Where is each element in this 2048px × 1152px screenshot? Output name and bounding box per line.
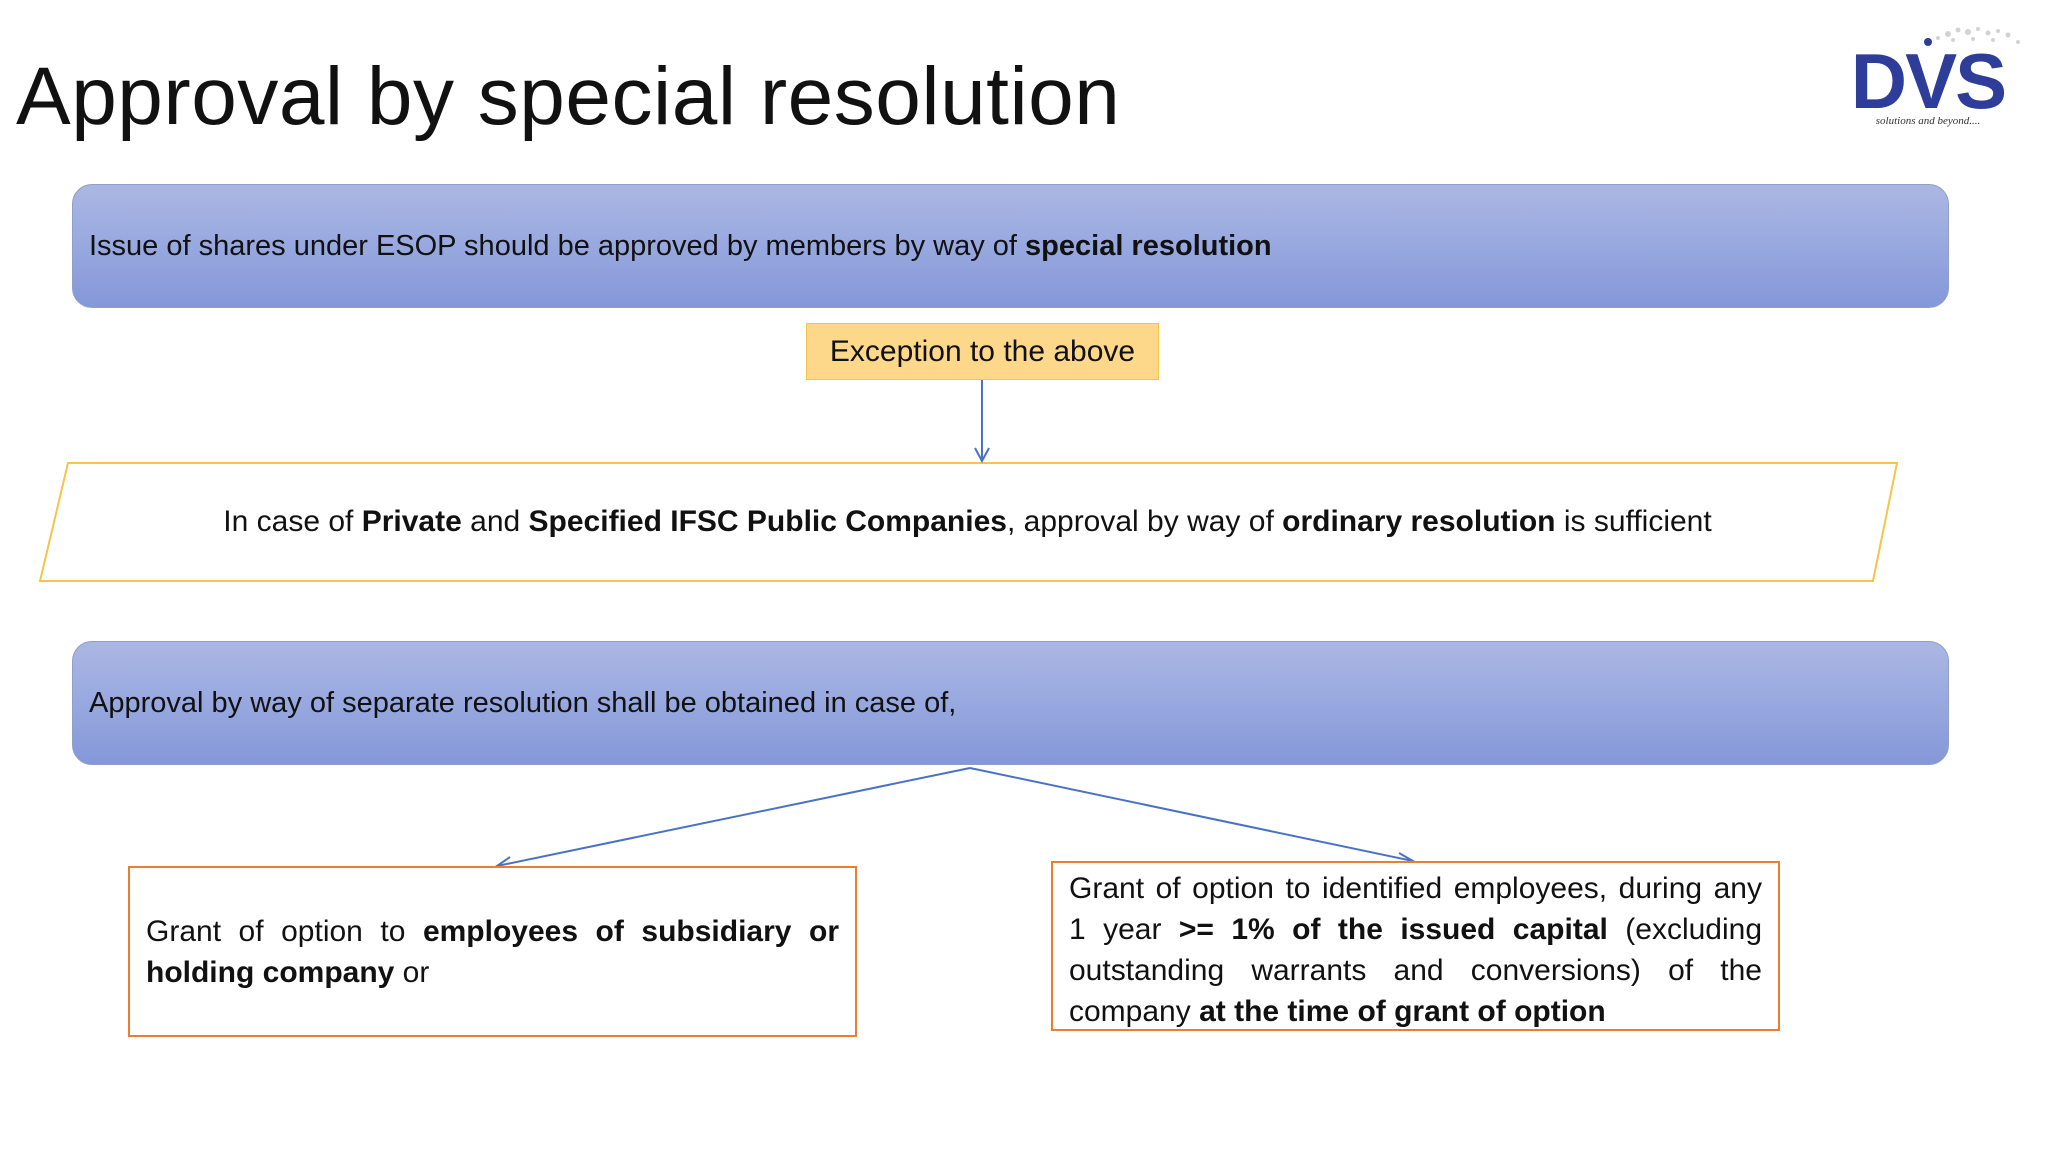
left-box-text: Grant of option to employees of subsidia… xyxy=(146,914,839,989)
box2-text: Approval by way of separate resolution s… xyxy=(89,686,957,719)
private-companies-text: In case of Private and Specified IFSC Pu… xyxy=(223,505,1712,538)
dvs-logo: DVS solutions and beyond.... xyxy=(1828,20,2028,130)
exception-label: Exception to the above xyxy=(829,334,1136,368)
slide-title: Approval by special resolution xyxy=(16,51,1121,142)
box1-text: Issue of shares under ESOP should be app… xyxy=(89,229,1272,262)
arrow-to-right-box xyxy=(969,767,1414,862)
separate-resolution-box: Approval by way of separate resolution s… xyxy=(72,641,1949,765)
arrow-to-left-box xyxy=(496,767,971,867)
exception-label-box: Exception to the above xyxy=(806,323,1159,380)
subsidiary-employees-box: Grant of option to employees of subsidia… xyxy=(128,866,857,1037)
logo-text: DVS xyxy=(1851,37,2005,125)
right-box-text: Grant of option to identified employees,… xyxy=(1069,872,1763,1028)
identified-employees-box: Grant of option to identified employees,… xyxy=(1051,861,1780,1031)
esop-special-resolution-box: Issue of shares under ESOP should be app… xyxy=(72,184,1949,308)
logo-tagline: solutions and beyond.... xyxy=(1876,115,1981,127)
